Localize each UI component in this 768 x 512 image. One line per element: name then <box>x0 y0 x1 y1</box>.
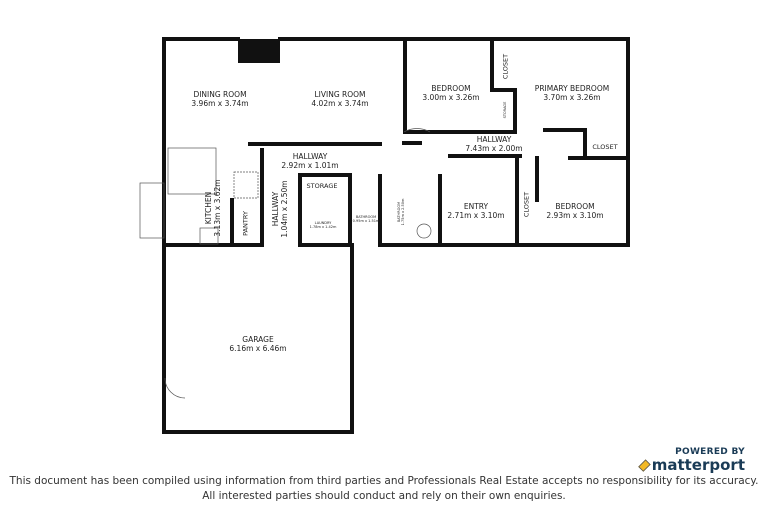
disclaimer: This document has been compiled using in… <box>0 474 768 504</box>
room-dims: 2.71m x 3.10m <box>447 211 505 220</box>
room-name: ENTRY <box>463 202 489 211</box>
room-name: CLOSET <box>501 53 510 80</box>
room-dims: 6.16m x 6.46m <box>229 344 287 353</box>
room-name: STORAGE <box>306 182 338 190</box>
room-name: BATHROOM <box>355 215 377 219</box>
room-dims: 3.96m x 3.74m <box>191 99 249 108</box>
room-dims: 1.04m x 2.50m <box>280 180 289 238</box>
room-dims: 7.43m x 2.00m <box>465 144 523 153</box>
room-name: KITCHEN <box>204 191 213 225</box>
room-name: BEDROOM <box>431 84 471 93</box>
room-dims: 3.00m x 3.26m <box>422 93 480 102</box>
room-dims: 2.92m x 1.01m <box>281 161 339 170</box>
fixtures <box>139 128 432 399</box>
room-dims: 2.93m x 3.10m <box>546 211 604 220</box>
disclaimer-line-1: This document has been compiled using in… <box>9 475 759 487</box>
room-closet: CLOSET <box>502 54 511 79</box>
room-name: STORAGE <box>503 101 507 119</box>
room-name: LAUNDRY <box>314 221 332 225</box>
room-name: BEDROOM <box>555 202 595 211</box>
disclaimer-line-2: All interested parties should conduct an… <box>202 490 566 502</box>
matterport-logo: POWERED BY matterport <box>638 447 745 474</box>
room-dims: 3.13m x 3.62m <box>213 179 222 237</box>
room-dims: 1.75m x 2.50m <box>401 198 405 226</box>
room-closet: CLOSET <box>523 192 532 217</box>
room-dims: 3.70m x 3.26m <box>543 93 601 102</box>
room-name: GARAGE <box>242 335 274 344</box>
room-name: PANTRY <box>241 211 250 236</box>
room-name: LIVING ROOM <box>314 90 366 99</box>
matterport-cube-icon <box>638 458 651 472</box>
room-name: DINING ROOM <box>193 90 247 99</box>
room-dims: 4.02m x 3.74m <box>311 99 369 108</box>
room-storage: STORAGE <box>307 182 338 191</box>
room-dims: 1.78m x 1.42m <box>309 225 337 229</box>
walls <box>162 37 630 434</box>
room-name: HALLWAY <box>271 191 280 227</box>
room-closet: CLOSET <box>592 143 617 152</box>
fireplace <box>238 39 280 63</box>
room-dims: 0.95m x 1.51m <box>352 219 380 223</box>
room-storage: STORAGE <box>503 102 507 119</box>
room-pantry: PANTRY <box>242 211 251 236</box>
room-name: HALLWAY <box>476 135 512 144</box>
room-name: CLOSET <box>592 143 618 151</box>
room-name: CLOSET <box>522 191 531 218</box>
room-name: PRIMARY BEDROOM <box>534 84 610 93</box>
matterport-wordmark: matterport <box>651 456 745 474</box>
room-name: HALLWAY <box>292 152 328 161</box>
powered-by-label: POWERED BY <box>675 447 745 457</box>
